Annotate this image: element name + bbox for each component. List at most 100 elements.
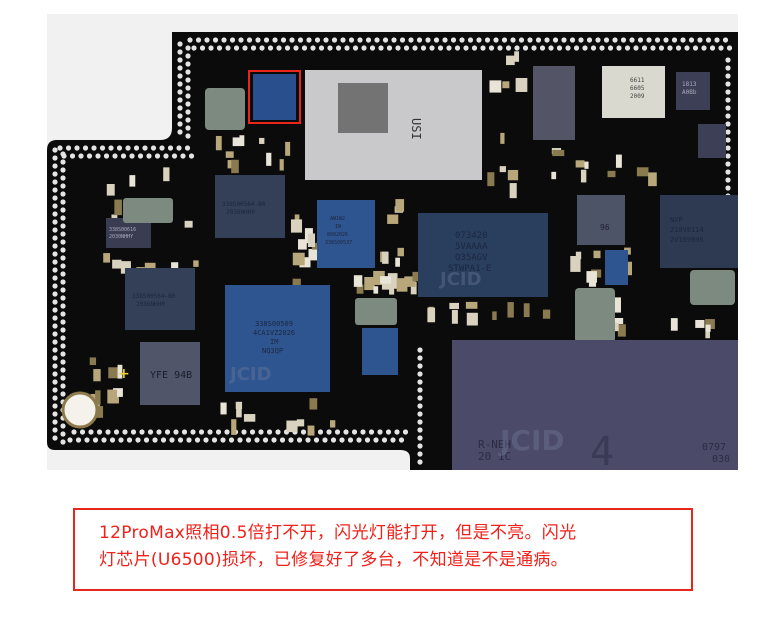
via-dot xyxy=(233,45,240,51)
via-dot xyxy=(60,247,66,253)
via-dot xyxy=(284,45,291,51)
passive-component xyxy=(509,183,517,199)
passive-component xyxy=(412,271,420,282)
via-dot xyxy=(177,89,183,95)
via-dot xyxy=(245,437,252,443)
caption-box: 12ProMax照相0.5倍打不开，闪光灯能打开，但是不亮。闪光 灯芯片(U65… xyxy=(73,508,693,591)
via-dot xyxy=(390,437,396,443)
via-dot xyxy=(501,37,508,43)
via-dot xyxy=(258,429,264,435)
grey-component xyxy=(123,198,173,223)
passive-component xyxy=(193,260,199,267)
passive-component xyxy=(502,81,510,89)
via-dot xyxy=(60,175,66,181)
via-dot xyxy=(467,37,474,43)
via-dot xyxy=(709,45,716,51)
via-dot xyxy=(446,45,452,51)
via-dot xyxy=(88,429,94,435)
via-dot xyxy=(52,219,58,225)
via-dot xyxy=(340,37,346,43)
via-dot xyxy=(60,335,66,341)
via-dot xyxy=(180,153,186,159)
via-dot xyxy=(60,207,66,213)
chip-label: 6605 xyxy=(630,85,645,92)
passive-component xyxy=(404,276,416,287)
via-dot xyxy=(194,437,201,443)
passive-component xyxy=(514,51,520,62)
via-dot xyxy=(582,45,588,51)
u6500-flash-chip xyxy=(253,74,296,120)
grey-component xyxy=(690,270,735,305)
chip-label: 073420 xyxy=(455,231,488,241)
via-dot xyxy=(272,37,278,43)
passive-component xyxy=(397,247,404,257)
via-dot xyxy=(60,239,66,245)
via-dot xyxy=(382,37,389,43)
via-dot xyxy=(658,45,665,51)
via-dot xyxy=(52,275,58,281)
via-dot xyxy=(185,53,191,59)
via-dot xyxy=(177,97,183,103)
caption-line-1: 12ProMax照相0.5倍打不开，闪光灯能打开，但是不亮。闪光 xyxy=(99,523,577,543)
passive-component xyxy=(507,302,514,318)
via-dot xyxy=(497,45,503,51)
nand-chip xyxy=(452,340,738,470)
blue-chip-338s00537 xyxy=(317,200,375,268)
via-dot xyxy=(224,429,230,435)
via-dot xyxy=(52,291,58,297)
passive-component xyxy=(96,406,104,418)
via-dot xyxy=(65,145,72,151)
plus-marker-icon: + xyxy=(118,366,130,382)
passive-component xyxy=(575,160,585,168)
passive-component xyxy=(611,297,621,313)
passive-component xyxy=(705,324,711,332)
via-dot xyxy=(60,183,66,189)
via-dot xyxy=(242,45,248,51)
via-dot xyxy=(556,45,563,51)
via-dot xyxy=(69,153,76,159)
passive-component xyxy=(607,170,616,178)
via-dot xyxy=(75,437,82,443)
passive-component xyxy=(227,160,235,169)
via-dot xyxy=(52,379,58,385)
small-blue-chip-right xyxy=(605,250,628,285)
via-dot xyxy=(169,437,175,443)
via-dot xyxy=(373,437,379,443)
via-dot xyxy=(276,45,282,51)
via-dot xyxy=(52,315,58,321)
via-dot xyxy=(417,355,423,361)
chip-label: IW xyxy=(335,224,342,230)
passive-component xyxy=(299,257,311,268)
passive-component xyxy=(593,250,601,259)
via-dot xyxy=(417,403,423,409)
chip-label: R-NEH xyxy=(478,438,511,451)
via-dot xyxy=(60,279,66,285)
passive-component xyxy=(307,233,316,247)
via-dot xyxy=(60,311,66,317)
via-dot xyxy=(52,435,58,441)
passive-component xyxy=(451,309,458,324)
chip-label: 2030NHHY xyxy=(109,234,133,240)
passive-component xyxy=(93,369,101,382)
passive-component xyxy=(220,402,227,415)
mounting-hole xyxy=(61,391,99,429)
via-dot xyxy=(671,37,678,43)
via-dot xyxy=(52,155,58,161)
via-dot xyxy=(650,45,656,51)
via-dot xyxy=(122,429,128,435)
via-dot xyxy=(417,395,423,401)
via-dot xyxy=(96,429,103,435)
via-dot xyxy=(176,145,182,151)
via-dot xyxy=(288,437,294,443)
via-dot xyxy=(725,113,731,119)
via-dot xyxy=(301,45,308,51)
passive-component xyxy=(231,419,237,435)
passive-component xyxy=(236,405,242,418)
via-dot xyxy=(60,383,66,389)
passive-component xyxy=(225,151,234,158)
grey-component xyxy=(355,298,397,325)
via-dot xyxy=(52,347,58,353)
via-dot xyxy=(52,227,58,233)
via-dot xyxy=(725,145,731,151)
via-dot xyxy=(60,191,66,197)
